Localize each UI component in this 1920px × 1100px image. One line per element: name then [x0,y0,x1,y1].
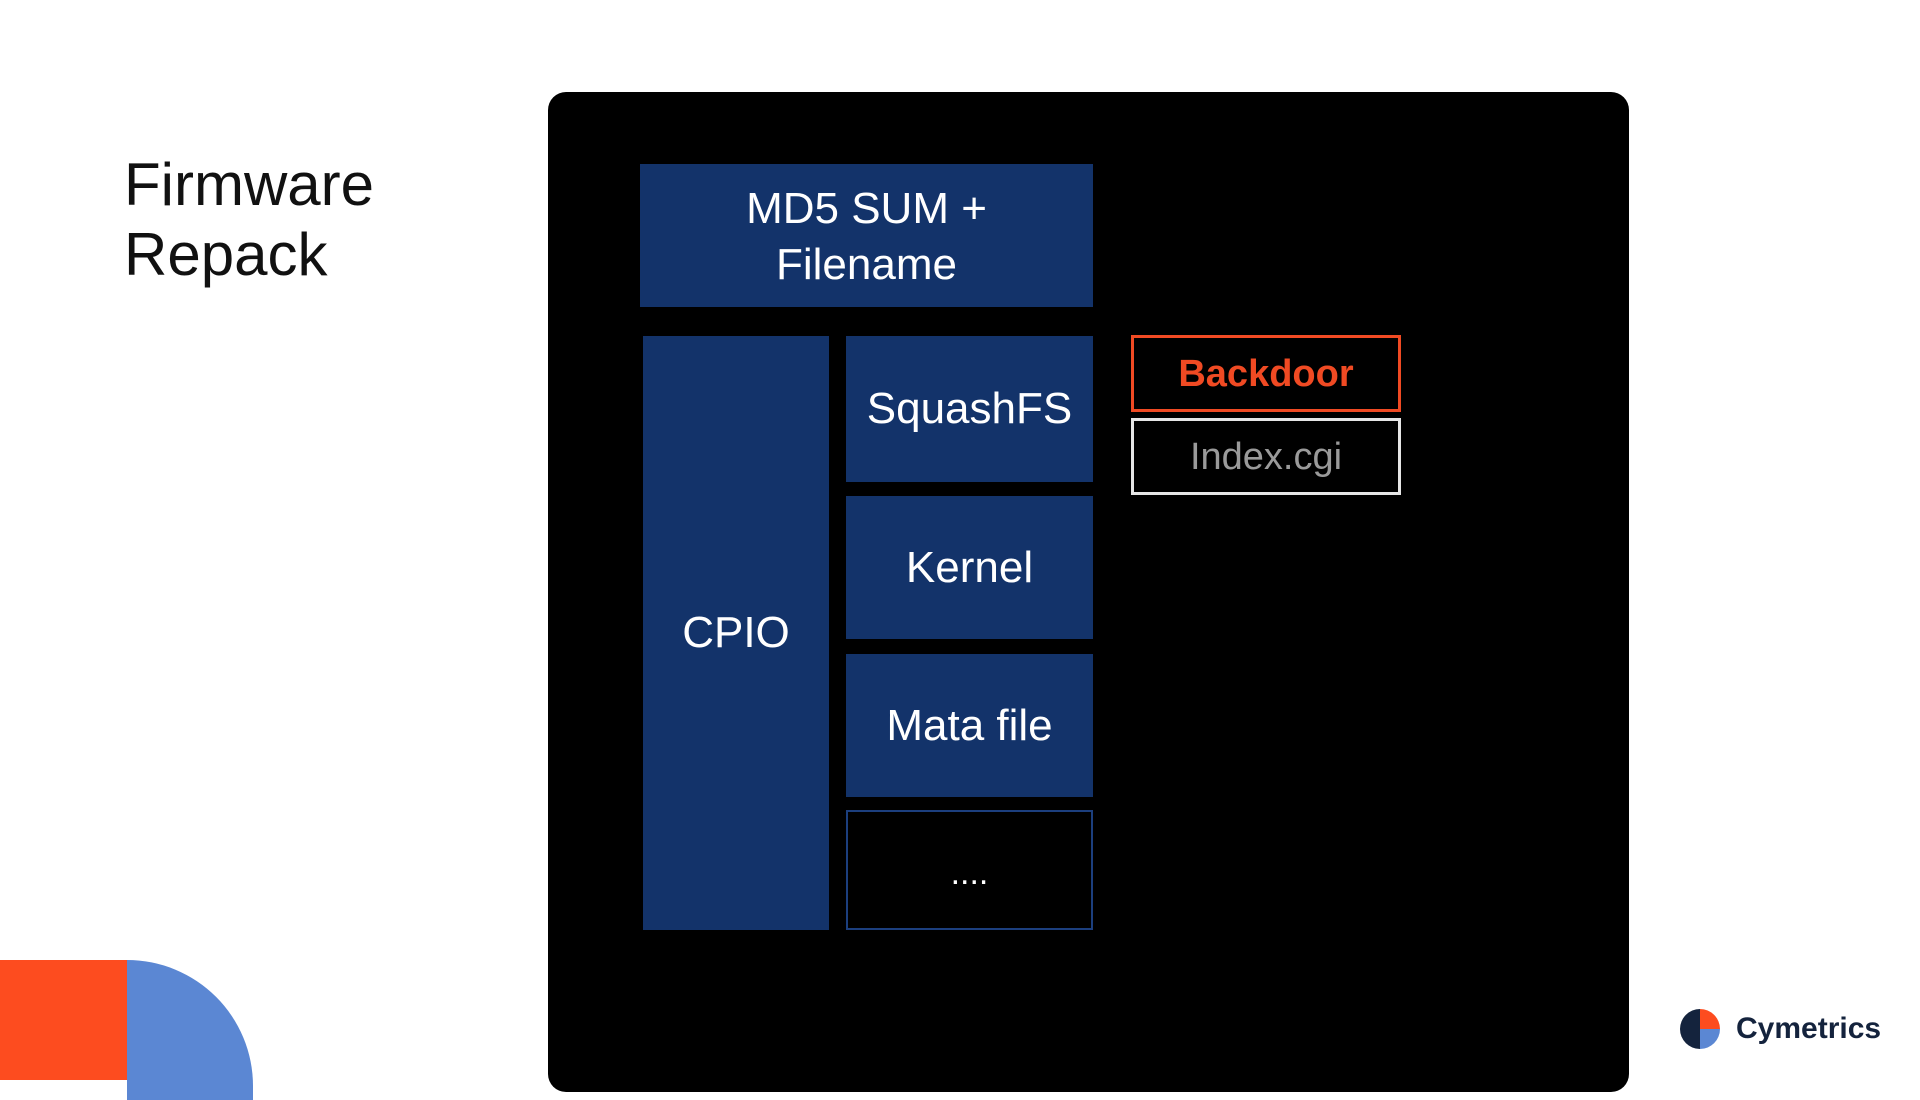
cpio-block: CPIO [643,336,829,930]
squashfs-block: SquashFS [846,336,1093,482]
slide-title: Firmware Repack [124,150,374,290]
more-block: .... [846,810,1093,930]
backdoor-block: Backdoor [1131,335,1401,412]
md5-filename-block: MD5 SUM + Filename [640,164,1093,307]
slide-title-line-1: Firmware [124,151,374,218]
meta-file-block: Mata file [846,654,1093,797]
meta-file-block-label: Mata file [886,700,1053,750]
corner-decoration-blue [127,960,253,1100]
cpio-block-label: CPIO [682,608,790,657]
backdoor-block-label: Backdoor [1178,352,1354,395]
cymetrics-logo-icon [1680,1009,1720,1049]
index-cgi-block: Index.cgi [1131,418,1401,495]
md5-block-line-1: MD5 SUM + [746,183,987,233]
brand-name: Cymetrics [1736,1012,1882,1045]
md5-block-line-2: Filename [776,239,957,289]
squashfs-block-label: SquashFS [866,384,1073,433]
more-block-label: .... [950,854,989,892]
kernel-block-label: Kernel [905,542,1034,592]
diagram-panel: MD5 SUM + Filename CPIO SquashFS Kernel … [548,92,1629,1092]
corner-decoration-red [0,960,127,1080]
index-cgi-block-label: Index.cgi [1189,435,1343,478]
slide-title-line-2: Repack [124,221,328,288]
brand: Cymetrics [1678,1005,1881,1053]
kernel-block: Kernel [846,496,1093,639]
